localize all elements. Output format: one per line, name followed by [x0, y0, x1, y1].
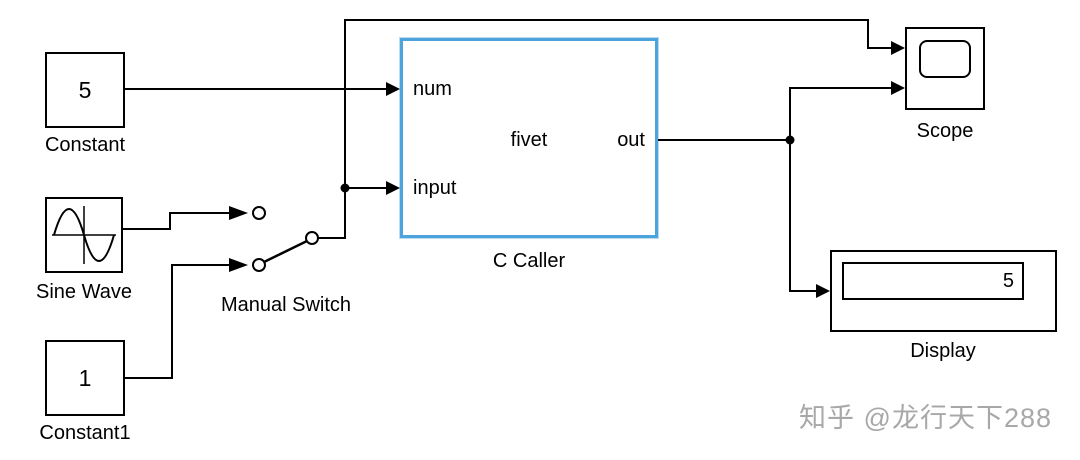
block-display[interactable]: 5	[830, 250, 1057, 332]
arrowhead-ccaller-input	[386, 181, 400, 195]
label-sine-wave: Sine Wave	[36, 281, 132, 303]
wire-input-branch-to-scope[interactable]	[344, 19, 891, 188]
c-caller-function-name: fivet	[510, 129, 548, 151]
arrowhead-scope-input2	[891, 81, 905, 95]
switch-output-port-circle	[305, 231, 319, 245]
block-sine-wave[interactable]	[45, 197, 123, 273]
display-value: 5	[1002, 270, 1014, 292]
arrowhead-switch-top-input	[229, 206, 248, 220]
port-label-input: input	[413, 177, 457, 199]
wire-out-to-scope[interactable]	[789, 87, 891, 140]
wire-constant1-to-switch[interactable]	[125, 264, 229, 379]
watermark-text: 知乎 @龙行天下288	[799, 403, 1052, 433]
label-constant: Constant	[44, 134, 126, 156]
label-c-caller: C Caller	[492, 250, 566, 272]
block-c-caller[interactable]: num input fivet out	[400, 38, 658, 238]
arrowhead-scope-input1	[891, 41, 905, 55]
block-manual-switch-body[interactable]	[252, 206, 319, 272]
port-label-out: out	[617, 129, 645, 151]
label-display: Display	[910, 340, 976, 362]
block-scope[interactable]	[905, 27, 985, 110]
constant-value: 5	[78, 76, 92, 103]
scope-screen-icon	[919, 40, 971, 78]
sine-wave-icon	[52, 206, 116, 264]
arrowhead-switch-bottom-input	[229, 258, 248, 272]
display-value-field: 5	[842, 262, 1024, 300]
arrowhead-num-input	[386, 82, 400, 96]
wire-out-to-display[interactable]	[789, 140, 816, 292]
switch-top-port-circle	[252, 206, 266, 220]
label-constant1: Constant1	[39, 422, 131, 444]
switch-bottom-port-circle	[252, 258, 266, 272]
block-constant[interactable]: 5	[45, 52, 125, 128]
wire-switch-to-input[interactable]	[318, 187, 386, 239]
arrowhead-display-input	[816, 284, 830, 298]
label-scope: Scope	[916, 120, 974, 142]
wire-sine-to-switch[interactable]	[123, 212, 229, 230]
label-manual-switch: Manual Switch	[220, 294, 352, 316]
block-constant1[interactable]: 1	[45, 340, 125, 416]
switch-lever	[263, 239, 308, 264]
constant1-value: 1	[78, 364, 92, 391]
port-label-num: num	[413, 78, 452, 100]
